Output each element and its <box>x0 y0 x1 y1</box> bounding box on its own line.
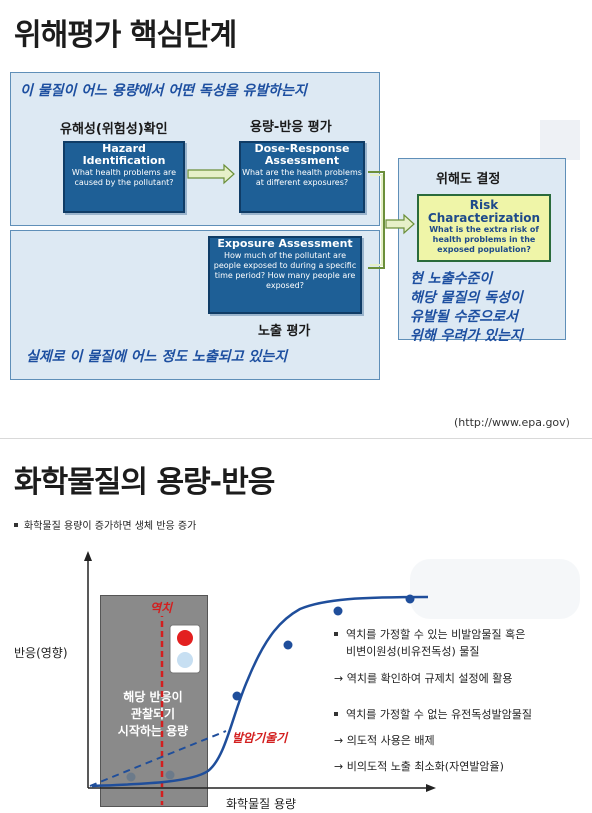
cancer-slope-line <box>89 730 227 787</box>
y-axis-arrow-icon <box>84 551 92 561</box>
data-point <box>283 640 293 650</box>
data-point <box>126 772 136 782</box>
dose-box-title: Dose-Response Assessment <box>254 142 350 167</box>
dose-response-curve <box>91 595 429 788</box>
data-point <box>405 594 415 604</box>
hazard-box: Hazard Identification What health proble… <box>63 141 185 213</box>
x-axis-label: 화학물질 용량 <box>226 797 297 811</box>
dose-response-box: Dose-Response Assessment What are the he… <box>239 141 365 213</box>
slide-title-2: 화학물질의 용량-반응 <box>14 465 275 500</box>
risk-box-title: Risk Characterization <box>427 198 541 225</box>
data-point <box>333 606 343 616</box>
slide-title: 위해평가 핵심단계 <box>14 18 237 53</box>
bullet-square-icon <box>14 523 18 527</box>
bullet-square-icon <box>334 712 338 716</box>
dose-label: 용량-반응 평가 <box>250 120 332 135</box>
exposure-box: Exposure Assessment How much of the poll… <box>208 236 362 314</box>
question-top: 이 물질이 어느 용량에서 어떤 독성을 유발하는지 <box>20 83 307 99</box>
blue-light-icon <box>177 652 193 668</box>
right-bullet-1-cont: 비변이원성(비유전독성) 물질 <box>346 645 480 658</box>
hazard-box-text: What health problems are caused by the p… <box>71 168 177 187</box>
dose-box-text: What are the health problems at differen… <box>242 168 362 187</box>
carcinogen-slope-label: 발암기울기 <box>232 731 288 745</box>
background-decoration <box>410 559 580 619</box>
flow-arrows <box>187 163 415 269</box>
x-axis-arrow-icon <box>426 784 436 792</box>
intro-bullet-text: 화학물질 용량이 증가하면 생체 반응 증가 <box>24 521 197 532</box>
data-point <box>165 770 175 780</box>
right-bullet-2: 역치를 가정할 수 없는 유전독성발암물질 <box>334 707 532 723</box>
source-citation: (http://www.epa.gov) <box>454 416 570 429</box>
exposure-box-title: Exposure Assessment <box>217 237 353 250</box>
risk-assessment-slide: 위해평가 핵심단계 이 물질이 어느 용량에서 어떤 독성을 유발하는지 유해성… <box>10 18 580 429</box>
arrow-to-risk <box>385 213 415 235</box>
risk-note-line-1: 현 노출수준이 <box>410 271 493 287</box>
right-bullet-1: 역치를 가정할 수 있는 비발암물질 혹은 <box>334 627 525 643</box>
risk-label: 위해도 결정 <box>436 172 501 187</box>
threshold-label: 역치 <box>148 599 175 616</box>
red-light-icon <box>177 630 193 646</box>
region-line-1: 해당 반응이 <box>123 690 183 704</box>
intro-bullet: 화학물질 용량이 증가하면 생체 반응 증가 <box>14 517 196 532</box>
bullet-square-icon <box>334 632 338 636</box>
arrow-hazard-to-dose <box>187 163 235 185</box>
exposure-box-text: How much of the pollutant are people exp… <box>213 251 357 290</box>
region-line-3: 시작하는 용량 <box>117 724 189 738</box>
right-arrow-2: → 의도적 사용은 배제 <box>334 734 435 747</box>
dose-response-chart <box>84 551 436 805</box>
risk-note-line-4: 위해 우려가 있는지 <box>410 328 523 344</box>
data-point <box>232 691 242 701</box>
question-bottom: 실제로 이 물질에 어느 정도 노출되고 있는지 <box>26 349 288 365</box>
right-arrow-3: → 비의도적 노출 최소화(자연발암율) <box>334 760 504 773</box>
risk-characterization-box: Risk Characterization What is the extra … <box>417 194 551 262</box>
dose-response-slide: 화학물질의 용량-반응 화학물질 용량이 증가하면 생체 반응 증가 해당 반응… <box>0 438 592 813</box>
exposure-label: 노출 평가 <box>258 324 311 339</box>
hazard-box-title: Hazard Identification <box>82 142 166 167</box>
threshold-region-text: 해당 반응이 관찰되기 시작하는 용량 <box>100 689 206 740</box>
risk-box-text: What is the extra risk of health problem… <box>429 225 539 254</box>
background-decoration <box>540 120 580 160</box>
y-axis-label: 반응(영향) <box>14 646 68 660</box>
risk-note-line-3: 유발될 수준으로서 <box>410 309 518 325</box>
bracket-to-risk <box>368 171 385 269</box>
right-bullet-2-text: 역치를 가정할 수 없는 유전독성발암물질 <box>346 708 533 721</box>
region-line-2: 관찰되기 <box>130 707 176 721</box>
risk-note-line-2: 해당 물질의 독성이 <box>410 290 523 306</box>
right-bullet-1-text: 역치를 가정할 수 있는 비발암물질 혹은 <box>346 628 526 641</box>
right-arrow-1: → 역치를 확인하여 규제치 설정에 활용 <box>334 672 513 685</box>
hazard-label: 유해성(위험성)확인 <box>60 122 168 137</box>
